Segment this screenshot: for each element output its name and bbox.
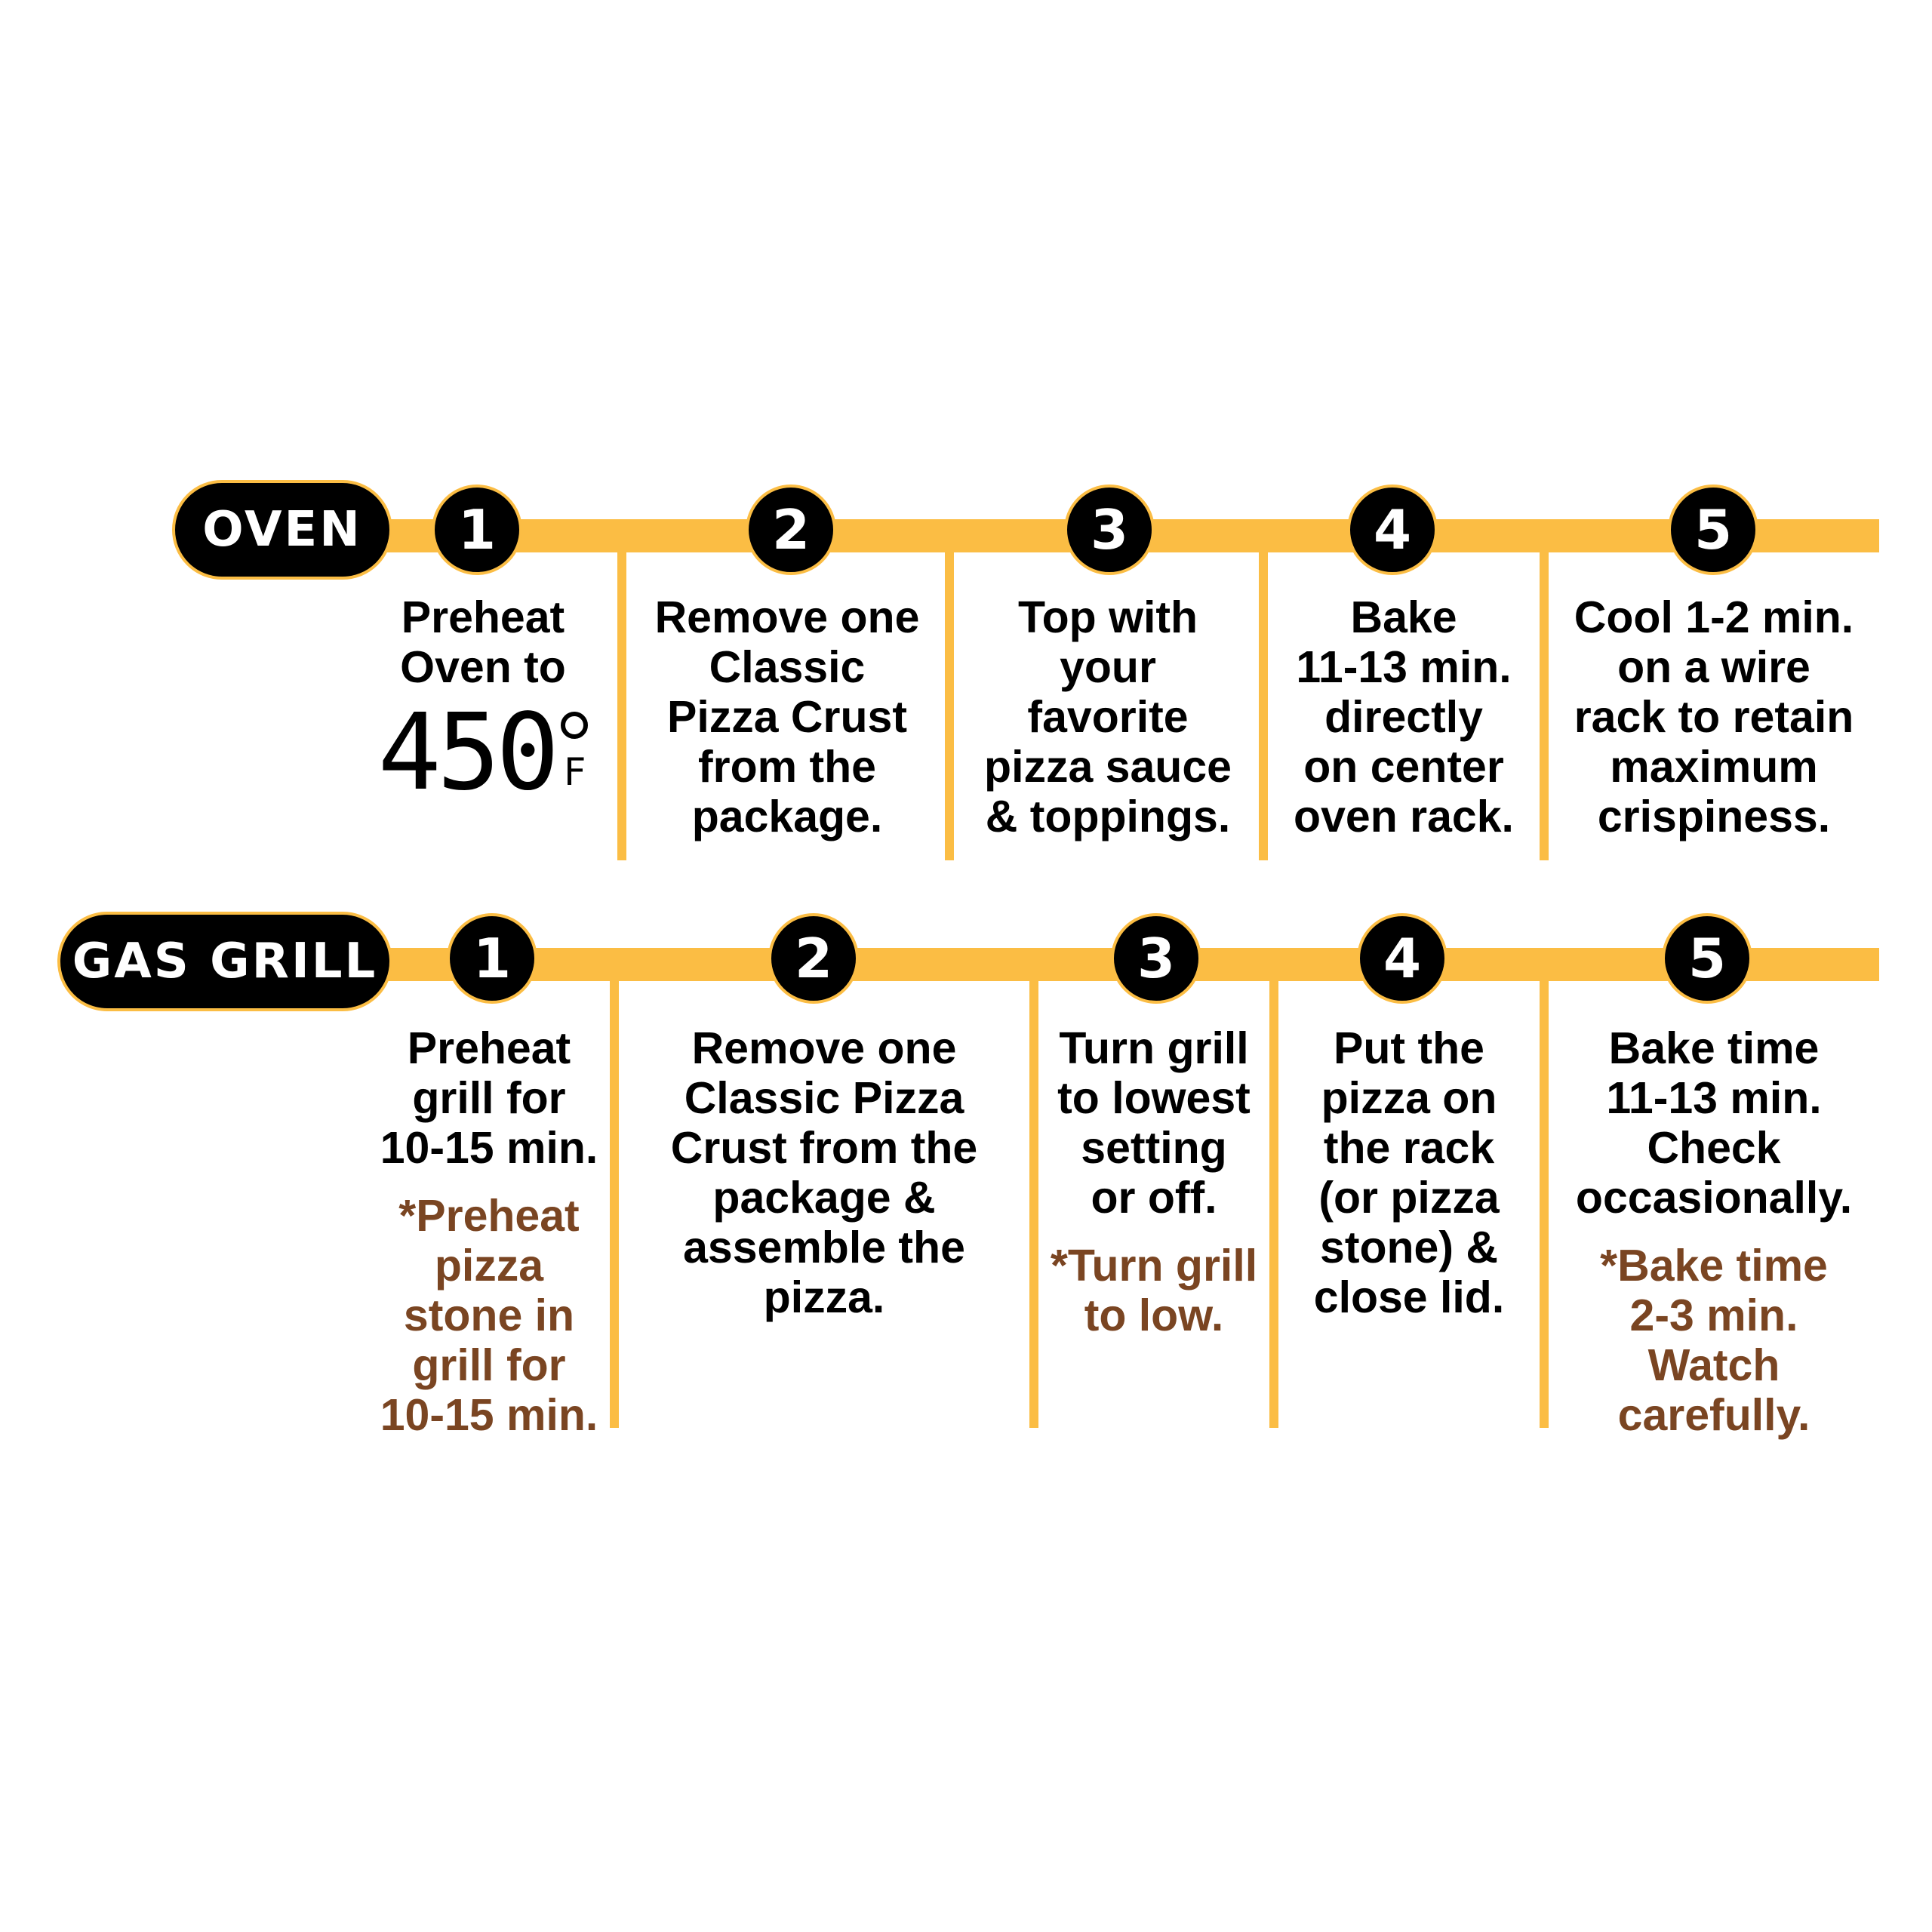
temperature-display: 450 F (370, 691, 596, 814)
oven-step-4-number: 4 (1347, 485, 1438, 575)
temperature-unit: F (563, 750, 586, 794)
oven-step-1-text: Preheat Oven to 450 F (370, 592, 596, 814)
temperature-value: 450 (377, 691, 560, 814)
oven-label: OVEN (172, 480, 392, 580)
degree-icon (561, 712, 589, 739)
gas-grill-label: GAS GRILL (57, 912, 392, 1011)
oven-divider (1540, 519, 1549, 860)
grill-step-1-number: 1 (447, 913, 537, 1004)
grill-step-3-number: 3 (1111, 913, 1201, 1004)
grill-divider (1540, 948, 1549, 1428)
oven-divider (617, 519, 626, 860)
grill-step-5-number: 5 (1662, 913, 1752, 1004)
grill-divider (610, 948, 619, 1428)
oven-step-3-number: 3 (1064, 485, 1155, 575)
oven-divider (945, 519, 954, 860)
oven-step-1-number: 1 (432, 485, 522, 575)
oven-step-5-number: 5 (1668, 485, 1758, 575)
grill-step-4-number: 4 (1357, 913, 1447, 1004)
oven-step-2-number: 2 (746, 485, 836, 575)
grill-step-2-number: 2 (768, 913, 859, 1004)
grill-divider (1029, 948, 1038, 1428)
oven-divider (1259, 519, 1268, 860)
grill-divider (1269, 948, 1278, 1428)
